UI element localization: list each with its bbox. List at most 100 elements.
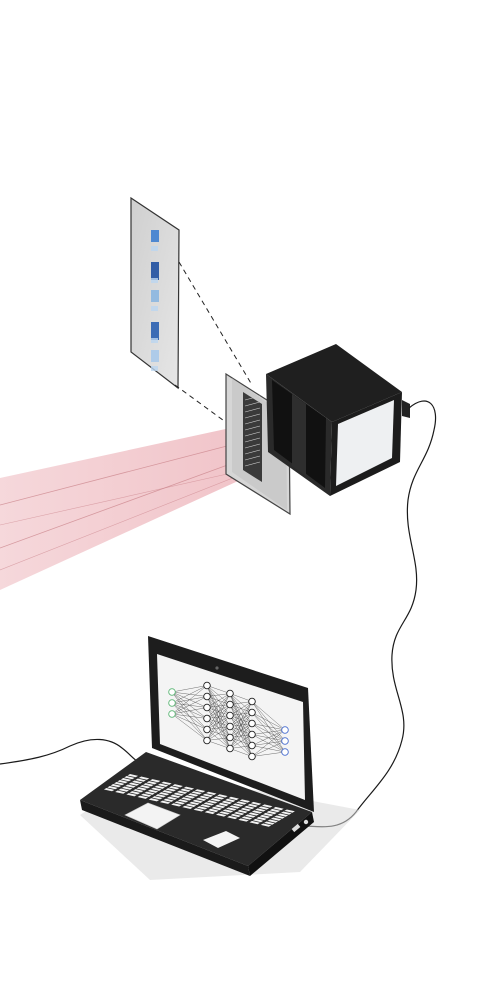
keyboard-key [182,805,193,809]
speckle-tile [151,366,158,371]
network-edge [251,729,286,735]
network-node [168,699,176,707]
power-cable [0,738,141,765]
keyboard-key [180,788,191,792]
keyboard-key [227,815,238,820]
keyboard-key [266,810,277,815]
keyboard-key [181,797,192,801]
network-node [226,700,234,709]
keyboard-key [184,795,196,799]
network-node [203,725,211,734]
keyboard-key [172,784,183,788]
keyboard-key [251,810,263,814]
keyboard-key [117,780,128,784]
keyboard-key [128,782,140,786]
keyboard-key [213,796,225,800]
network-node [203,692,211,701]
keyboard-key [157,783,169,787]
keyboard-key [244,805,255,810]
keyboard-key [166,796,178,800]
keyboard-key [200,804,211,808]
keyboard-key [121,786,133,790]
network-edge [206,693,231,730]
keyboard-key [260,823,272,827]
keyboard-key [222,809,234,813]
network-edge [229,701,253,749]
network-edge [251,712,286,731]
network-edge [206,704,231,741]
keyboard-key [217,794,228,798]
grating-line [244,431,261,437]
network-edge [251,740,286,757]
speckle-tile [151,338,158,343]
keyboard-key [204,810,216,815]
touchpad [124,802,181,830]
keyboard-key [168,786,180,790]
keyboard-key [273,806,284,811]
network-edge [229,701,253,738]
network-edge [206,693,231,719]
network-node [226,733,234,742]
keyboard-key [189,801,200,805]
keyboard-key [255,808,266,812]
keyboard-key [196,806,208,810]
keyboard-key [256,816,267,821]
network-edge [206,685,231,694]
network-edge [206,693,231,708]
speckle-tile [151,230,159,242]
network-node [226,744,234,753]
network-node [281,726,289,734]
network-node [281,737,289,745]
network-node [203,703,211,712]
speckle-tiles [151,230,159,371]
network-edge [251,729,286,746]
keyboard-key [185,803,197,807]
keyboard-key [120,778,132,782]
keyboard-key [110,784,122,788]
keyboard-key [202,793,214,797]
keyboard-key [252,818,264,823]
network-node [248,741,256,750]
keyboard-key [215,813,227,817]
keyboard-key [199,795,210,799]
speckle-tile [151,262,159,280]
grating-line [244,419,261,425]
keyboard-key [280,811,292,815]
keyboard-key [269,808,281,813]
keyboard-key [207,800,218,804]
keyboard-key [237,809,248,814]
keyboard-key [114,782,125,786]
keyboard-key [158,792,170,796]
keyboard-key [229,805,240,809]
keyboard-key [162,790,173,794]
keyboard-key [195,797,207,801]
network-edge [171,713,208,730]
grating-line [244,449,261,455]
network-node [226,722,234,731]
keyboard-key [203,802,215,806]
keyboard-key [263,812,274,817]
keyboard-key [138,776,150,780]
keyboard-key [214,804,226,809]
keyboard-key [232,803,244,807]
speckle-tile [151,350,159,362]
speckle-tile [151,322,159,340]
laser-beam [0,422,262,590]
keyboard-key [224,798,236,803]
keyboard-key [140,793,152,797]
network-node [168,688,176,696]
keyboard-key [183,786,195,790]
keyboard-key [127,774,139,778]
keyboard-key [192,799,203,803]
keyboard-key [118,788,130,792]
network-node [203,681,211,690]
keyboard-key [132,780,143,784]
keyboard-key [259,814,271,819]
network-edge [229,734,253,749]
grating-line [244,401,261,407]
network-edge [206,693,231,741]
keyboard-key [163,798,174,802]
keyboard-key [218,802,229,807]
keyboard-key [236,801,247,805]
